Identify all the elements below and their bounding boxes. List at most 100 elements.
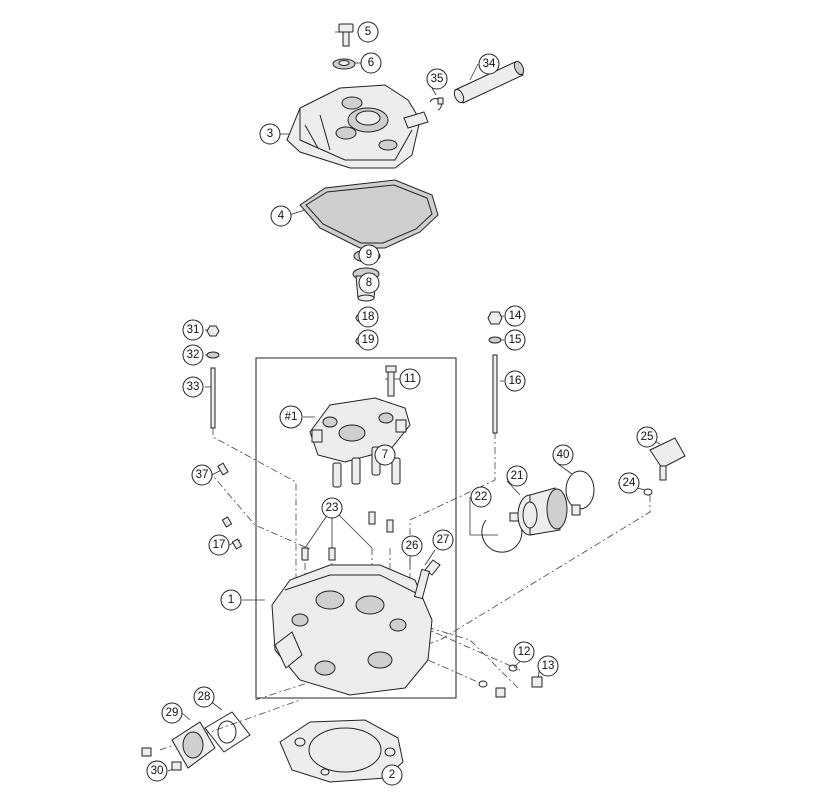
callout-9: 9 (358, 244, 380, 266)
svg-text:15: 15 (509, 334, 522, 346)
callout-2: 2 (381, 764, 403, 786)
seal-part-6 (332, 58, 356, 70)
callout-25: 25 (636, 426, 658, 448)
svg-text:34: 34 (483, 58, 496, 70)
svg-text:22: 22 (475, 491, 488, 503)
temperature-sensor-part-25 (649, 437, 686, 481)
hose-clamp-part-22 (481, 512, 523, 553)
callout-30: 30 (146, 760, 168, 782)
svg-text:13: 13 (542, 660, 555, 672)
svg-text:23: 23 (326, 502, 339, 514)
stud-part-16 (492, 354, 498, 434)
callout-32: 32 (182, 344, 204, 366)
svg-text:29: 29 (166, 707, 179, 719)
bolt-part-5 (338, 23, 354, 47)
callout-13: 13 (537, 655, 559, 677)
nut-part-14 (487, 311, 503, 325)
callout-40: 40 (552, 444, 574, 466)
svg-text:21: 21 (511, 470, 524, 482)
svg-text:26: 26 (406, 540, 419, 552)
svg-text:35: 35 (431, 73, 444, 85)
washer-part-15 (488, 336, 502, 344)
callout-37: 37 (191, 464, 213, 486)
svg-text:9: 9 (366, 249, 372, 261)
washer-part-32 (206, 351, 220, 359)
clamp-part-40 (565, 470, 595, 516)
callout-1: 1 (220, 589, 242, 611)
valve-cover-part-3 (286, 84, 429, 169)
svg-text:31: 31 (187, 324, 200, 336)
plug-part-12 (478, 664, 518, 698)
svg-text:37: 37 (196, 469, 209, 481)
svg-text:#1: #1 (285, 411, 298, 423)
coolant-fitting-part-27 (413, 559, 441, 600)
svg-text:14: 14 (509, 310, 522, 322)
callout-18: 18 (357, 306, 379, 328)
svg-text:25: 25 (641, 431, 654, 443)
callout-26: 26 (401, 535, 423, 557)
callout-7: 7 (374, 444, 396, 466)
nut-part-31 (206, 325, 220, 337)
callout-31: 31 (182, 319, 204, 341)
svg-text:6: 6 (368, 57, 374, 69)
bolt-part-11 (385, 365, 397, 397)
svg-text:2: 2 (389, 769, 395, 781)
head-gasket-part-2 (279, 719, 404, 783)
svg-text:17: 17 (213, 539, 226, 551)
svg-text:8: 8 (366, 277, 372, 289)
svg-text:7: 7 (382, 449, 388, 461)
callout-3: 3 (259, 123, 281, 145)
hose-clamp-part-35 (429, 97, 444, 111)
callout-23: 23 (321, 497, 343, 519)
svg-text:30: 30 (151, 765, 164, 777)
callout-4: 4 (270, 205, 292, 227)
callout-6: 6 (360, 52, 382, 74)
cylinder-head-part-1 (271, 564, 433, 696)
callout-22: 22 (470, 486, 492, 508)
svg-text:11: 11 (404, 373, 416, 385)
callout-29: 29 (161, 702, 183, 724)
svg-text:24: 24 (623, 477, 636, 489)
banjo-bolt-part-17 (221, 516, 243, 550)
callout-34: 34 (478, 53, 500, 75)
exhaust-flange-part-29 (171, 721, 216, 769)
callout-27: 27 (432, 529, 454, 551)
svg-text:18: 18 (362, 311, 375, 323)
callout-8: 8 (358, 272, 380, 294)
svg-text:32: 32 (187, 349, 200, 361)
callout-15: 15 (504, 329, 526, 351)
callout-21: 21 (506, 465, 528, 487)
nut-part-30 (141, 747, 182, 771)
svg-text:40: 40 (557, 449, 570, 461)
svg-text:1: 1 (228, 594, 234, 606)
valve-guides-part-7 (332, 446, 401, 488)
svg-text:16: 16 (509, 375, 522, 387)
dowel-pins-part-23 (301, 511, 394, 561)
cover-gasket-part-4 (299, 179, 439, 249)
seal-ring-part-24 (643, 488, 653, 496)
callout-17: 17 (208, 534, 230, 556)
callout-11: 11 (399, 368, 421, 390)
callout-33: 33 (182, 376, 204, 398)
svg-text:19: 19 (362, 334, 375, 346)
callout-14: 14 (504, 305, 526, 327)
svg-text:12: 12 (518, 646, 531, 658)
svg-text:28: 28 (198, 691, 211, 703)
intake-flange-part-21 (517, 487, 568, 536)
svg-text:4: 4 (278, 210, 285, 222)
svg-text:27: 27 (437, 534, 450, 546)
oil-line-part-37 (217, 462, 229, 476)
svg-text:5: 5 (365, 26, 371, 38)
callout-24: 24 (618, 472, 640, 494)
callout-h1: #1 (279, 405, 303, 429)
callout-35: 35 (426, 68, 448, 90)
stud-part-33 (210, 367, 216, 429)
svg-text:33: 33 (187, 381, 200, 393)
assembly-frame (255, 357, 457, 699)
callout-28: 28 (193, 686, 215, 708)
plug-part-13 (531, 676, 543, 688)
exhaust-gasket-part-28 (204, 711, 251, 753)
callout-16: 16 (504, 370, 526, 392)
